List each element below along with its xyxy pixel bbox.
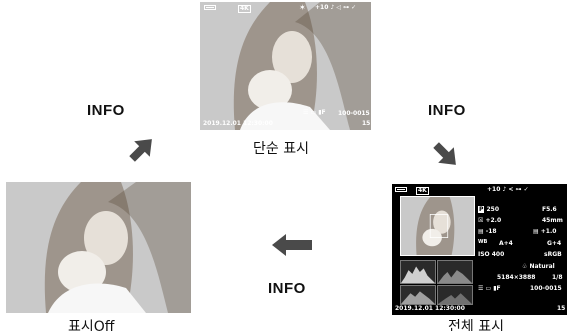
record-mode-badge: 4K — [416, 187, 429, 195]
caption-simple-display: 단순 표시 — [253, 141, 309, 157]
overall-display-screen: 4K +10 ♪ < ⊶ ✓ P 250 F5.6 ☒ +2.0 45mm ▤ … — [392, 184, 567, 315]
aperture: F5.6 — [542, 206, 557, 213]
date-time: 2019.12.01 12:30:00 — [395, 305, 465, 312]
info-label-left: INFO — [87, 102, 125, 119]
file-number: 100-0015 — [530, 285, 562, 292]
flash-comp: ▤ +1.0 — [533, 228, 557, 235]
frame-count: 15 — [557, 305, 566, 312]
histogram-luminance — [400, 260, 436, 284]
photo-simple — [200, 2, 371, 130]
date-time: 2019.12.01 12:30:00 — [203, 120, 273, 127]
record-mode-badge: 4K — [238, 5, 251, 13]
white-balance-g: G+4 — [547, 240, 562, 247]
iso: ISO 400 — [478, 251, 505, 258]
exposure-comp: ☒ +2.0 — [478, 217, 502, 224]
histogram-red — [437, 260, 473, 284]
info-label-right: INFO — [428, 102, 466, 119]
info-label-bottom: INFO — [268, 280, 306, 297]
shutter-speed: P 250 — [478, 206, 500, 213]
file-number: 100-0015 — [338, 110, 370, 117]
histogram-green — [400, 285, 436, 305]
photo-off — [6, 182, 191, 313]
card-icons: ☰ ▭ ▮F — [303, 109, 326, 116]
photo-thumbnail — [400, 196, 475, 256]
caption-overall-display: 전체 표시 — [448, 319, 504, 331]
color-space: sRGB — [544, 251, 562, 258]
display-off-screen — [6, 182, 191, 313]
arrow-left-icon — [272, 234, 312, 256]
frame-index: 1/8 — [552, 274, 563, 281]
arrow-down-right-icon — [433, 142, 456, 165]
resolution: 5184×3888 — [497, 274, 536, 281]
mode-p-badge: P — [478, 206, 485, 213]
focal-length: 45mm — [542, 217, 563, 224]
stabilizer-icon: ✶ — [299, 3, 306, 12]
histogram-blue — [437, 285, 473, 305]
frame-count: 15 — [362, 120, 371, 127]
simple-display-screen: 4K ✶ +10 ♪ ◁ ⊶ ✓ ☰ ▭ ▮F 100-0015 2019.12… — [200, 2, 371, 130]
battery-icon — [395, 187, 407, 192]
highlight-shadow: ▤ -18 — [478, 228, 497, 235]
status-icons-top-right: +10 ♪ ◁ ⊶ ✓ — [315, 4, 357, 11]
wb-auto-label: WB — [478, 239, 488, 245]
arrow-up-right-icon — [129, 139, 152, 162]
card-icons: ☰ ▭ ▮F — [478, 285, 501, 292]
white-balance-a: A+4 — [499, 240, 513, 247]
status-icons-top-right: +10 ♪ < ⊶ ✓ — [487, 186, 529, 193]
picture-mode: ♧ Natural — [522, 263, 555, 270]
battery-icon — [204, 5, 216, 10]
caption-display-off: 표시Off — [68, 319, 115, 331]
